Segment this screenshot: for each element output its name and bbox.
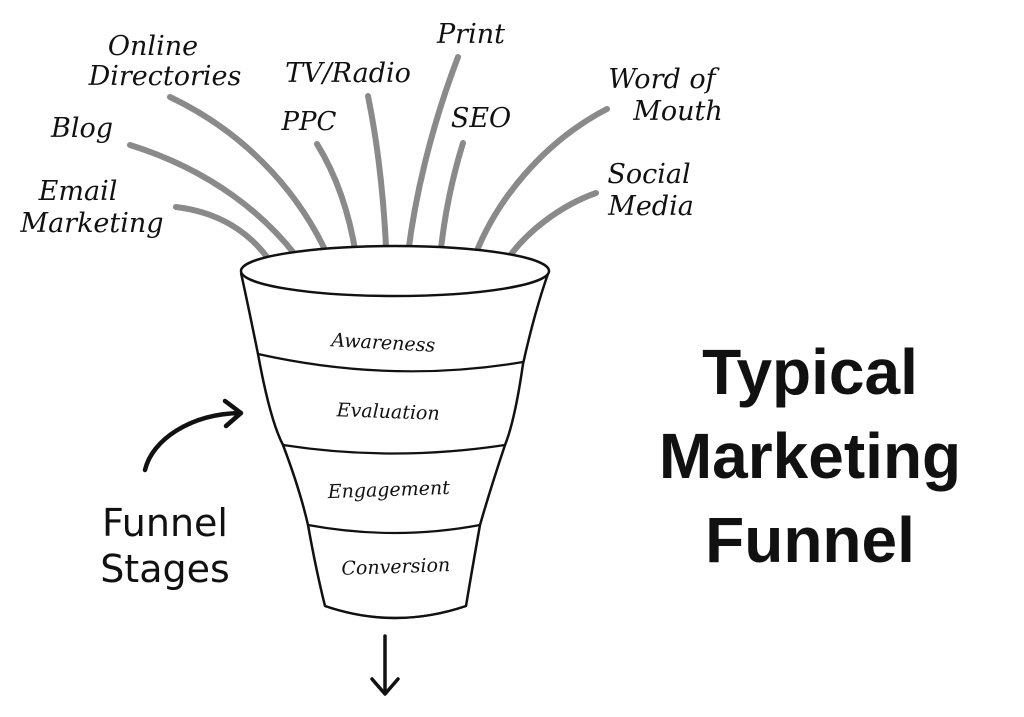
caption-line-1: Funnel <box>102 501 228 545</box>
label-online: Online <box>108 31 198 62</box>
funnel <box>239 244 551 620</box>
funnel-bottom <box>324 604 467 620</box>
ray-tv-radio <box>365 93 390 273</box>
ray-blog <box>127 142 308 271</box>
label-mouth: Mouth <box>632 96 723 127</box>
title-line-1: Typical <box>702 336 918 408</box>
funnel-rim <box>239 244 551 298</box>
funnel-band-3 <box>307 523 481 535</box>
stage-labels: Awareness Evaluation Engagement Conversi… <box>326 329 450 580</box>
diagram-title: Typical Marketing Funnel <box>600 330 1020 582</box>
stage-engagement: Engagement <box>326 477 450 503</box>
funnel-band-1 <box>257 352 524 373</box>
label-social: Social <box>607 159 690 190</box>
funnel-band-2 <box>282 443 506 455</box>
caption-line-2: Stages <box>100 547 230 591</box>
ray-word-of-mouth <box>467 106 610 273</box>
down-arrow-icon <box>370 634 400 696</box>
label-word-of: Word of <box>608 64 719 95</box>
label-email: Email <box>38 176 118 207</box>
title-line-2: Marketing <box>658 420 962 492</box>
curved-arrow-icon <box>142 398 244 473</box>
ray-print <box>403 54 461 275</box>
label-seo: SEO <box>451 103 511 134</box>
ray-online-directories <box>167 94 338 276</box>
funnel-stages-caption: Funnel Stages <box>60 500 270 592</box>
label-tv-radio: TV/Radio <box>285 58 411 89</box>
stage-evaluation: Evaluation <box>335 399 440 425</box>
label-ppc: PPC <box>281 107 337 137</box>
label-blog: Blog <box>50 113 113 144</box>
title-line-3: Funnel <box>705 504 915 576</box>
label-directories: Directories <box>88 61 242 92</box>
channel-labels: Email Marketing Blog Online Directories … <box>19 19 722 239</box>
stage-conversion: Conversion <box>341 554 450 580</box>
label-marketing: Marketing <box>19 208 163 239</box>
label-print: Print <box>436 19 505 50</box>
channel-rays <box>127 54 610 277</box>
label-media: Media <box>607 191 694 222</box>
